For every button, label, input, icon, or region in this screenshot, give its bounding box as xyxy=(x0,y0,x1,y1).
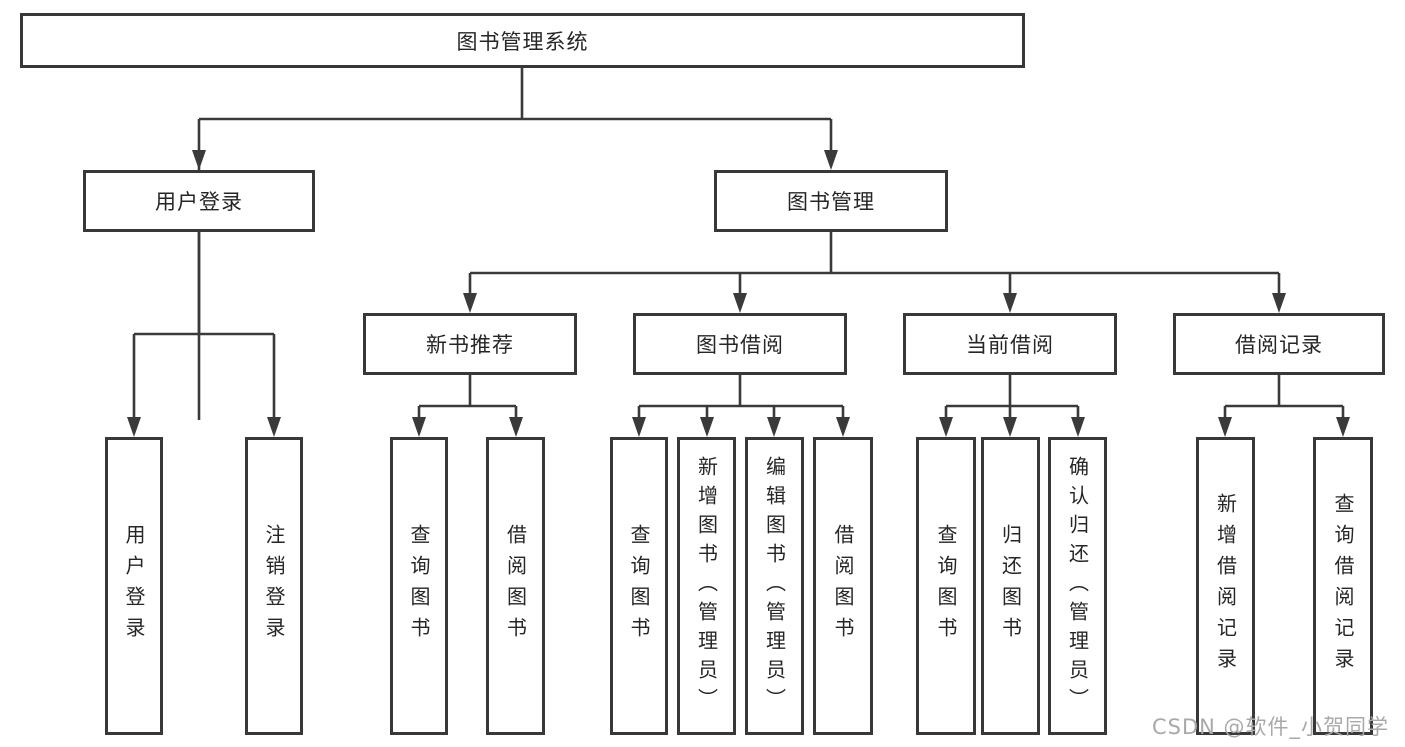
leaf-borrow-edit-books-admin: 编辑图书（管理员） xyxy=(745,437,804,735)
leaf-borrow-query-books: 查询图书 xyxy=(610,437,668,735)
leaf-logout: 注销登录 xyxy=(245,437,303,735)
leaf-current-query-books: 查询图书 xyxy=(916,437,976,735)
node-book-borrow: 图书借阅 xyxy=(633,313,847,375)
leaf-record-query-borrow-record: 查询借阅记录 xyxy=(1313,437,1373,735)
node-current-borrow: 当前借阅 xyxy=(903,313,1117,375)
node-new-book-recommend: 新书推荐 xyxy=(363,313,577,375)
leaf-borrow-borrow-books: 借阅图书 xyxy=(813,437,873,735)
node-book-management: 图书管理 xyxy=(714,170,948,232)
leaf-newbook-query-books: 查询图书 xyxy=(390,437,448,735)
leaf-user-login: 用户登录 xyxy=(105,437,163,735)
node-root-system: 图书管理系统 xyxy=(20,13,1025,68)
leaf-newbook-borrow-books: 借阅图书 xyxy=(486,437,545,735)
csdn-watermark: CSDN @软件_小贺同学 xyxy=(1152,715,1390,739)
leaf-record-add-borrow-record: 新增借阅记录 xyxy=(1196,437,1255,735)
node-user-login: 用户登录 xyxy=(83,170,315,232)
leaf-current-confirm-return-admin: 确认归还（管理员） xyxy=(1048,437,1107,735)
leaf-borrow-add-books-admin: 新增图书（管理员） xyxy=(677,437,736,735)
node-borrow-record: 借阅记录 xyxy=(1173,313,1385,375)
leaf-current-return-books: 归还图书 xyxy=(981,437,1040,735)
